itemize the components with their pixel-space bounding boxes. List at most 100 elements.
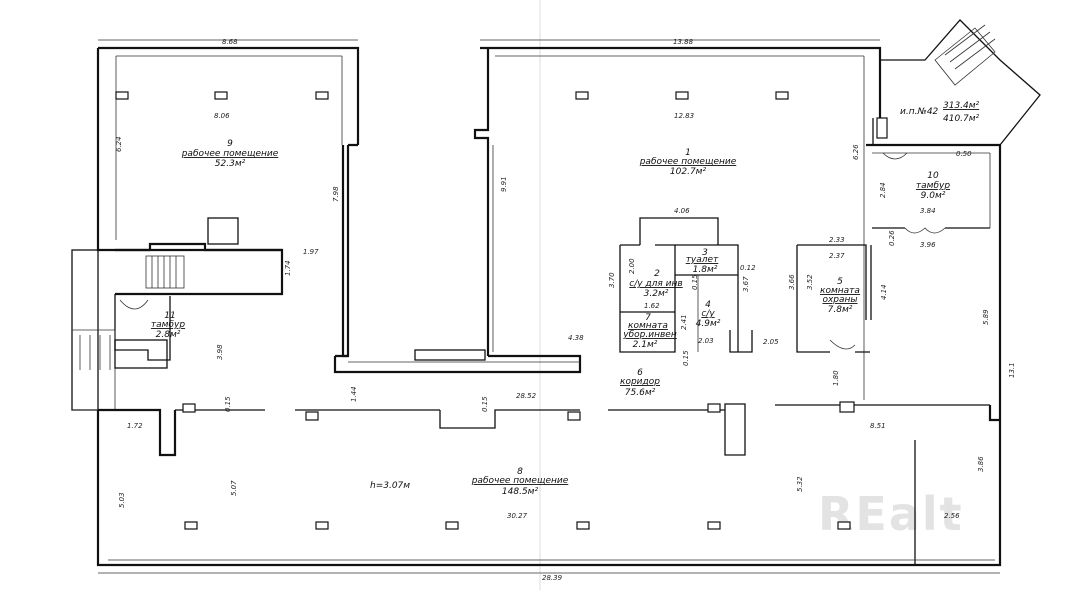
stair-steps — [145, 255, 185, 289]
svg-text:28.52: 28.52 — [516, 392, 537, 400]
svg-text:30.27: 30.27 — [507, 512, 528, 520]
svg-text:1: 1 — [685, 148, 691, 158]
room2-label: 2 с/у для инв 3.2м² — [629, 269, 682, 299]
svg-text:13.88: 13.88 — [673, 38, 694, 46]
svg-text:убор.инвен: убор.инвен — [622, 330, 677, 340]
svg-text:2.8м²: 2.8м² — [156, 330, 181, 340]
svg-text:5.07: 5.07 — [230, 480, 238, 496]
svg-text:3: 3 — [702, 248, 708, 258]
svg-text:3.84: 3.84 — [920, 207, 936, 215]
svg-text:0.15: 0.15 — [481, 396, 489, 412]
svg-text:8.51: 8.51 — [870, 422, 886, 430]
stair-enclosure — [880, 19, 1041, 146]
svg-text:7: 7 — [645, 313, 651, 323]
toilet-block-top — [639, 217, 719, 245]
svg-text:2.41: 2.41 — [680, 314, 688, 330]
room10-label: 10 тамбур 9.0м² — [916, 171, 950, 201]
svg-text:1.72: 1.72 — [127, 422, 143, 430]
svg-text:3.66: 3.66 — [788, 274, 796, 290]
svg-text:2.56: 2.56 — [944, 512, 960, 520]
svg-text:8.68: 8.68 — [222, 38, 238, 46]
svg-text:9: 9 — [227, 139, 233, 149]
door-swing — [882, 152, 908, 160]
svg-text:1.74: 1.74 — [284, 260, 292, 276]
svg-text:2.05: 2.05 — [763, 338, 779, 346]
stair-landing — [114, 339, 168, 369]
watermark-logo: REalt — [818, 487, 964, 541]
svg-text:6: 6 — [637, 368, 643, 378]
svg-text:рабочее помещение: рабочее помещение — [181, 149, 279, 159]
svg-text:4.38: 4.38 — [568, 334, 584, 342]
svg-text:9.91: 9.91 — [500, 176, 508, 192]
svg-text:7.8м²: 7.8м² — [828, 305, 853, 315]
svg-text:8: 8 — [517, 467, 523, 477]
toilet-block-right — [675, 244, 739, 352]
svg-text:2.03: 2.03 — [698, 337, 714, 345]
svg-text:комната: комната — [820, 286, 860, 296]
svg-text:13.1: 13.1 — [1008, 362, 1016, 378]
svg-text:148.5м²: 148.5м² — [502, 487, 539, 497]
column-pillar — [724, 403, 746, 456]
svg-text:1.62: 1.62 — [644, 302, 660, 310]
svg-text:2.33: 2.33 — [829, 236, 845, 244]
svg-text:7.98: 7.98 — [332, 186, 340, 202]
column — [115, 91, 129, 100]
door-swing — [829, 339, 856, 350]
svg-text:1.80: 1.80 — [832, 370, 840, 386]
svg-text:0.50: 0.50 — [956, 150, 972, 158]
room1-label: 1 рабочее помещение 102.7м² — [639, 148, 737, 177]
stair-flight — [934, 27, 996, 86]
svg-text:4.06: 4.06 — [674, 207, 690, 215]
svg-text:1.8м²: 1.8м² — [693, 265, 718, 275]
column — [182, 403, 196, 413]
svg-text:8.06: 8.06 — [214, 112, 230, 120]
column — [575, 91, 589, 100]
column — [315, 521, 329, 530]
svg-text:3.86: 3.86 — [977, 456, 985, 472]
vent-shaft — [207, 217, 239, 245]
toilet-block-left — [619, 244, 676, 353]
svg-text:2.1м²: 2.1м² — [633, 340, 658, 350]
room8-walls — [96, 410, 1002, 567]
svg-text:3.70: 3.70 — [608, 272, 616, 288]
svg-text:102.7м²: 102.7м² — [670, 167, 707, 177]
svg-text:тамбур: тамбур — [151, 320, 185, 330]
svg-text:3.52: 3.52 — [806, 274, 814, 290]
room5-walls — [796, 244, 870, 353]
corner-wall — [988, 405, 1000, 422]
room4-label: 4 с/у 4.9м² — [696, 300, 721, 329]
svg-text:12.83: 12.83 — [674, 112, 694, 120]
ceiling-height-note: h=3.07м — [370, 481, 410, 491]
svg-text:6.26: 6.26 — [852, 144, 860, 160]
room10-walls — [866, 143, 1002, 410]
svg-text:10: 10 — [927, 171, 939, 181]
column — [445, 521, 459, 530]
column — [707, 521, 721, 530]
svg-text:9.0м²: 9.0м² — [921, 191, 946, 201]
room8-label: 8 рабочее помещение 148.5м² — [471, 467, 569, 497]
column — [214, 91, 228, 100]
svg-text:рабочее помещение: рабочее помещение — [471, 476, 569, 486]
column — [675, 91, 689, 100]
svg-text:комната: комната — [628, 321, 668, 331]
svg-text:0.12: 0.12 — [740, 264, 756, 272]
svg-text:с/у для инв: с/у для инв — [629, 279, 682, 289]
svg-text:с/у: с/у — [701, 309, 715, 319]
svg-text:и.п.№42: и.п.№42 — [900, 107, 939, 117]
svg-text:охраны: охраны — [822, 295, 857, 305]
svg-text:туалет: туалет — [686, 255, 719, 265]
column — [184, 521, 198, 530]
svg-text:0.15: 0.15 — [682, 350, 690, 366]
svg-text:75.6м²: 75.6м² — [625, 388, 656, 398]
svg-text:1.97: 1.97 — [303, 248, 319, 256]
svg-text:2.84: 2.84 — [879, 182, 887, 198]
room3-label: 3 туалет 1.8м² — [686, 248, 719, 275]
column — [707, 403, 721, 413]
window-block — [414, 349, 486, 361]
room8-left-notch — [98, 408, 177, 457]
toilet-door-wall — [729, 330, 753, 353]
door-swing — [904, 227, 946, 234]
column — [837, 521, 851, 530]
svg-text:5.32: 5.32 — [796, 476, 804, 492]
